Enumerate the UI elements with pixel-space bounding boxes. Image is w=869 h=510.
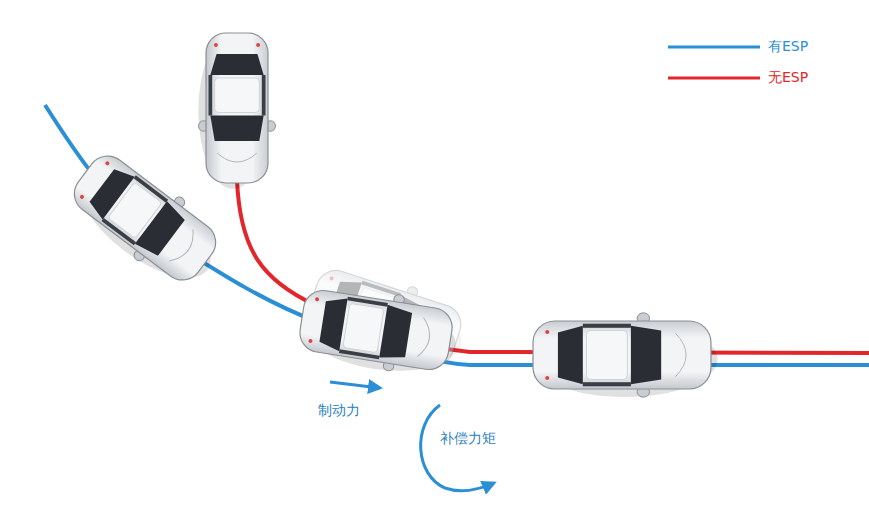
annotation-label: 制动力 <box>318 402 360 419</box>
legend-line <box>668 37 760 57</box>
torque-arrow <box>421 405 494 491</box>
legend-text: 无ESP <box>768 69 808 86</box>
car-top-view <box>532 313 717 397</box>
legend-text: 有ESP <box>768 38 808 55</box>
legend-entry: 有ESP <box>668 37 858 57</box>
brake-force-arrow <box>330 382 380 388</box>
car-top-view <box>296 280 462 381</box>
car-top-view <box>198 33 275 189</box>
legend-line <box>668 68 760 88</box>
car-top-view <box>62 142 233 298</box>
legend-entry: 无ESP <box>668 68 858 88</box>
annotation-label: 补偿力矩 <box>440 430 496 447</box>
